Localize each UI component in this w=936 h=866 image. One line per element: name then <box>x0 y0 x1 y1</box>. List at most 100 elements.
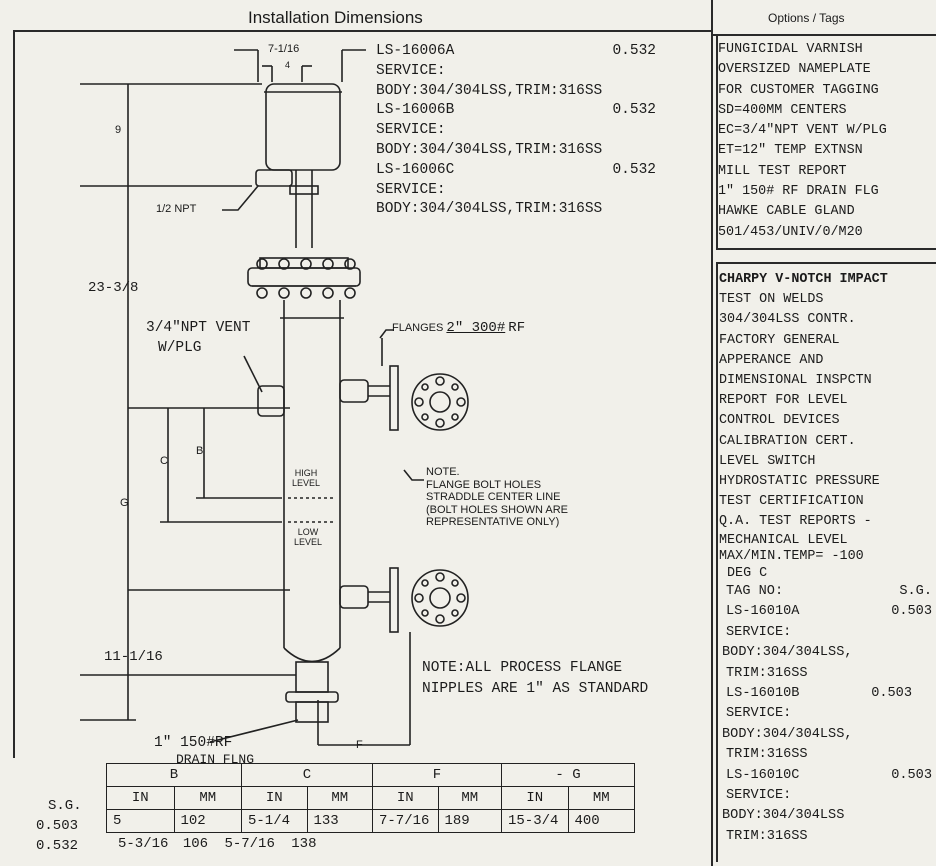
flanges-suffix: RF <box>508 320 526 336</box>
spec-model-sg: 0.532 <box>612 43 656 59</box>
bolt-note-line: (BOLT HOLES SHOWN ARE <box>426 503 569 516</box>
tag-sg: 0.503 <box>891 604 932 620</box>
table-cell: 400 <box>567 809 635 833</box>
tag-trim: TRIM:316SS <box>726 828 808 844</box>
spec-model-tag: LS-16006C <box>376 161 455 178</box>
charpy-box-top <box>716 262 936 264</box>
flanges-label: FLANGES 2" 300# RF <box>392 320 525 336</box>
table-cell: 106 <box>182 836 209 852</box>
table-unit-header: MM <box>567 786 635 810</box>
high-level-line1: HIGH <box>294 468 318 478</box>
inspection-item: DIMENSIONAL INSPCTN <box>719 373 872 389</box>
inspection-item: HYDROSTATIC PRESSURE <box>719 474 880 490</box>
top-flange <box>247 257 361 299</box>
inspection-item: LEVEL SWITCH <box>719 453 816 469</box>
table-row: 5 102 5-1/4 133 7-7/16 189 15-3/4 400 <box>106 809 635 833</box>
column-divider <box>711 0 713 866</box>
vent-note-line2: W/PLG <box>158 340 202 356</box>
options-box-bottom <box>716 248 936 250</box>
table-unit-header: MM <box>306 786 373 810</box>
table-unit-header: MM <box>173 786 242 810</box>
spec-body-line: BODY:304/304LSS,TRIM:316SS <box>376 141 603 158</box>
process-note-line1: NOTE:ALL PROCESS FLANGE <box>422 660 623 676</box>
drain-label-line1: 1" 150#RF <box>154 735 233 751</box>
options-box-left <box>716 34 718 249</box>
inspection-item: CONTROL DEVICES <box>719 413 840 429</box>
option-item: 1" 150# RF DRAIN FLG <box>718 184 879 200</box>
table-group-header: - G <box>501 763 635 787</box>
tag-header-label: TAG NO: <box>726 584 784 599</box>
inspection-item: CALIBRATION CERT. <box>719 433 856 449</box>
table-unit-row: IN MM IN MM IN MM IN MM <box>106 786 635 810</box>
tag-list: TAG NO: S.G. LS-16010A 0.503 SERVICE: BODY… <box>722 582 936 847</box>
table-unit-header: IN <box>501 786 569 810</box>
inspection-item: APPERANCE AND <box>719 352 824 368</box>
low-level-label: LOW LEVEL <box>294 527 322 547</box>
options-title: Options / Tags <box>768 11 845 25</box>
switch-head <box>255 83 342 248</box>
table-unit-header: MM <box>437 786 502 810</box>
sg-header-label: S.G. <box>899 584 932 599</box>
table-cell: 5 <box>106 809 175 833</box>
option-item: SD=400MM CENTERS <box>718 102 847 118</box>
inspection-item: TEST CERTIFICATION <box>719 494 864 510</box>
option-item: FOR CUSTOMER TAGGING <box>718 82 879 98</box>
dim-overall-height: 23-3/8 <box>88 280 139 296</box>
spec-body-line: BODY:304/304LSS,TRIM:316SS <box>376 82 603 99</box>
dim-head-height: 9 <box>115 124 122 136</box>
high-level-label: HIGH LEVEL <box>292 468 320 488</box>
tag-header-row: TAG NO: S.G. <box>726 582 936 602</box>
option-item: FUNGICIDAL VARNISH <box>718 42 863 57</box>
table-cell: 15-3/4 <box>501 809 569 833</box>
spec-model-sg: 0.532 <box>612 102 656 119</box>
frame-top-line <box>13 30 713 32</box>
inspection-list: CHARPY V-NOTCH IMPACT TEST ON WELDS 304/… <box>719 270 936 583</box>
table-group-header: F <box>372 763 502 787</box>
tag-service: SERVICE: <box>726 787 792 803</box>
vent-note-line1: 3/4"NPT VENT <box>146 320 251 336</box>
sg-row-value: 0.532 <box>36 838 79 854</box>
npt-leader <box>222 185 259 211</box>
level-switch-drawing <box>80 49 469 746</box>
tag-sg: 0.503 <box>871 685 912 701</box>
high-level-line2: LEVEL <box>292 478 321 488</box>
dim-c-label: C <box>160 455 168 467</box>
bolt-note-line: STRADDLE CENTER LINE <box>426 491 561 503</box>
dim-f-label: F <box>356 739 363 751</box>
low-level-line1: LOW <box>297 527 319 537</box>
options-title-rule <box>711 34 936 36</box>
dim-g-label: G <box>120 497 129 509</box>
table-cell: 138 <box>291 836 317 852</box>
tag-body: BODY:304/304LSS, <box>722 726 853 742</box>
inspection-item: MAX/MIN.TEMP= -100 <box>719 548 864 564</box>
drain-leader <box>209 719 299 743</box>
flanges-size: 2" 300# <box>446 320 506 336</box>
tag-service: SERVICE: <box>726 624 792 640</box>
spec-service-line: SERVICE: <box>376 62 446 79</box>
tag-body: BODY:304/304LSS <box>722 808 845 824</box>
bolt-note-line: NOTE. <box>426 466 460 478</box>
dim-b-label: B <box>196 445 204 457</box>
spec-body-line: BODY:304/304LSS,TRIM:316SS <box>376 201 603 218</box>
spec-model-tag: LS-16006A <box>376 43 455 59</box>
table-cell: 133 <box>306 809 373 833</box>
option-item: 501/453/UNIV/0/M20 <box>718 224 863 240</box>
tag-row: LS-16010A 0.503 <box>726 602 936 622</box>
process-note-line2: NIPPLES ARE 1" AS STANDARD <box>422 681 649 697</box>
option-item: HAWKE CABLE GLAND <box>718 204 855 220</box>
table-group-row: B C F - G <box>106 763 635 787</box>
tag-service: SERVICE: <box>726 706 792 722</box>
tag-trim: TRIM:316SS <box>726 747 808 763</box>
option-item: ET=12" TEMP EXTNSN <box>718 143 863 159</box>
frame-left-line <box>13 30 15 758</box>
tag-number: LS-16010A <box>726 604 800 620</box>
tag-sg: 0.503 <box>891 767 932 783</box>
spec-model-row: LS-16006A 0.532 <box>376 42 656 62</box>
options-list: FUNGICIDAL VARNISH OVERSIZED NAMEPLATE F… <box>718 40 936 243</box>
option-item: EC=3/4"NPT VENT W/PLG <box>718 123 887 139</box>
option-item: MILL TEST REPORT <box>718 163 847 179</box>
table-unit-header: IN <box>106 786 175 810</box>
